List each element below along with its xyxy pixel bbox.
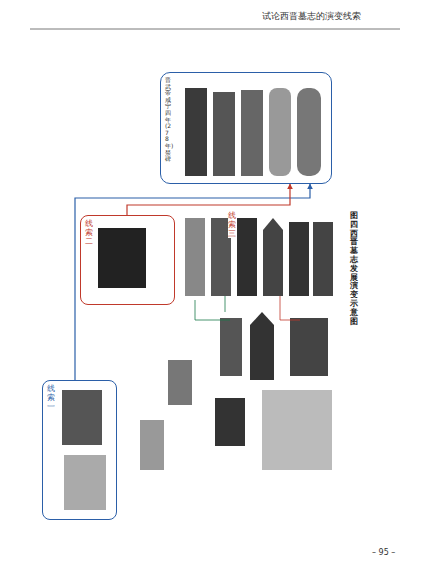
figure-caption: 图四 西晋墓志发展演变示意图 <box>350 212 358 326</box>
epitaph-image <box>237 218 257 296</box>
epitaph-image <box>290 318 328 376</box>
epitaph-image <box>215 398 245 446</box>
epitaph-image <box>140 420 164 470</box>
connector <box>127 184 290 215</box>
stele-image <box>297 88 321 176</box>
page-number: – 95 – <box>372 548 395 557</box>
epitaph-image <box>185 218 205 296</box>
inscription-image <box>64 455 106 510</box>
clue-box: 线索一 <box>42 380 117 520</box>
node-text: 晋武帝咸宁四年(278年)禁碑 <box>165 77 171 163</box>
stele-image <box>62 390 102 445</box>
stele-image <box>98 228 146 288</box>
branch-line <box>225 296 226 312</box>
epitaph-image <box>262 390 332 470</box>
epitaph-image <box>250 312 274 380</box>
header-rule <box>30 29 400 30</box>
stele-image <box>185 88 207 176</box>
group-box: 晋武帝咸宁四年(278年)禁碑 <box>160 72 332 184</box>
epitaph-image <box>289 222 309 296</box>
epitaph-image <box>263 218 283 296</box>
node-text: 线索一 <box>47 385 55 411</box>
node-text: 线索二 <box>85 220 93 246</box>
branch-line <box>280 296 300 320</box>
stele-image <box>269 88 291 176</box>
epitaph-image <box>220 318 242 376</box>
connector <box>75 184 310 380</box>
stele-image <box>213 92 235 176</box>
clue-label: 线索三 <box>228 212 236 238</box>
epitaph-image <box>313 222 333 296</box>
epitaph-image <box>168 360 192 405</box>
stele-image <box>241 90 263 176</box>
running-head: 试论西晋墓志的演变线索 <box>262 10 361 23</box>
clue-box: 线索二 <box>80 215 175 305</box>
